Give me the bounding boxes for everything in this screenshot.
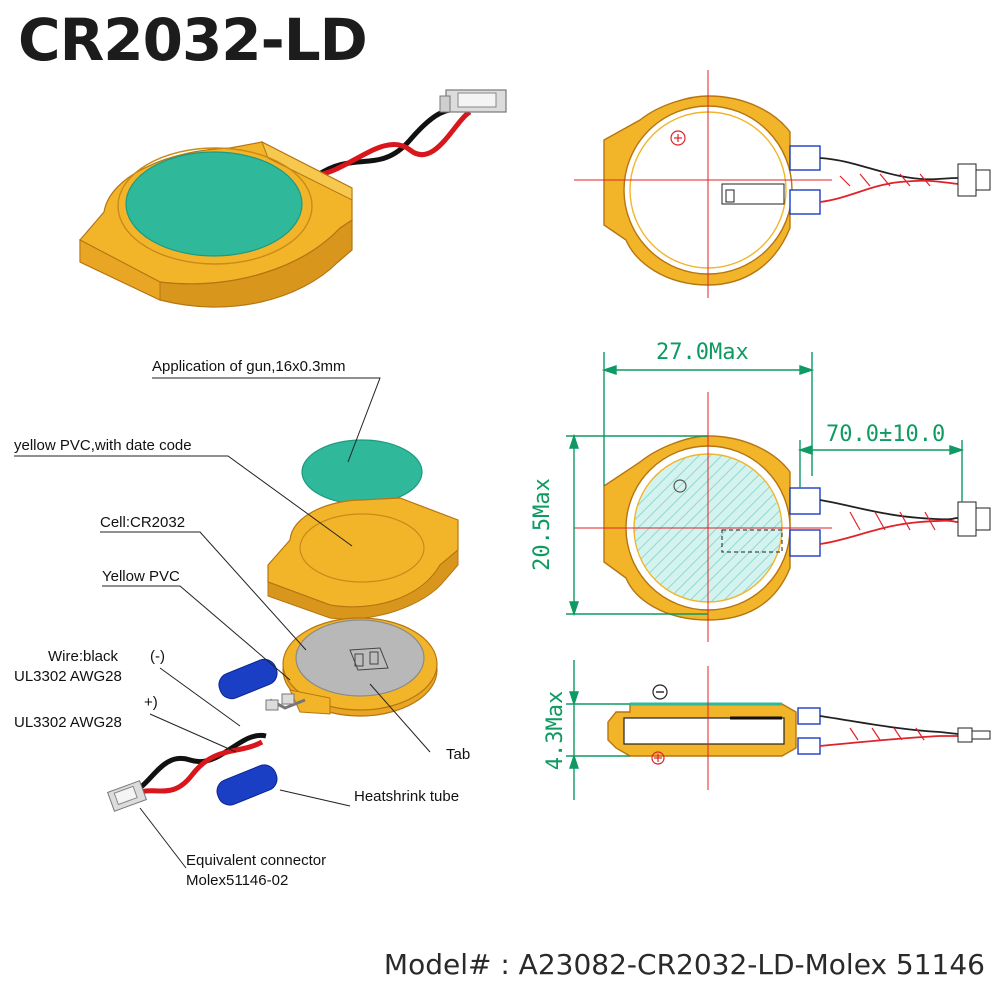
dim-height: 20.5Max — [529, 478, 555, 571]
connector-molex-top — [439, 89, 507, 113]
connector-molex-bottom — [106, 780, 148, 812]
model-number: Model# : A23082-CR2032-LD-Molex 51146 — [383, 948, 985, 981]
callout-yellow-pvc: Yellow PVC — [102, 568, 180, 585]
callout-cell: Cell:CR2032 — [100, 514, 186, 531]
callout-heatshrink: Heatshrink tube — [354, 788, 460, 805]
callout-awg-red: UL3302 AWG28 — [14, 714, 122, 731]
side-view — [566, 660, 991, 800]
callout-connector-2: Molex51146-02 — [186, 872, 289, 889]
page-title: CR2032-LD — [18, 6, 368, 74]
assembled-battery-3d — [79, 89, 507, 308]
dim-thickness: 4.3Max — [543, 690, 569, 771]
callout-minus: (-) — [150, 648, 165, 665]
heatshrink-tube-upper — [218, 658, 278, 700]
exploded-view — [14, 377, 459, 869]
callout-tab: Tab — [446, 746, 471, 763]
callout-connector-1: Equivalent connector — [186, 852, 327, 869]
callout-plus: +) — [144, 694, 158, 711]
gun-layer — [301, 439, 423, 505]
heatshrink-tube-lower — [216, 764, 278, 806]
callout-gun: Application of gun,16x0.3mm — [152, 358, 346, 375]
front-view-top — [574, 70, 991, 298]
callout-awg-black: UL3302 AWG28 — [14, 668, 122, 685]
callout-pvc-date: yellow PVC,with date code — [14, 437, 192, 454]
callout-wire-black: Wire:black — [48, 648, 119, 665]
front-view-dimensioned — [566, 352, 991, 642]
dim-lead: 70.0±10.0 — [826, 422, 946, 447]
dim-width: 27.0Max — [656, 340, 749, 365]
